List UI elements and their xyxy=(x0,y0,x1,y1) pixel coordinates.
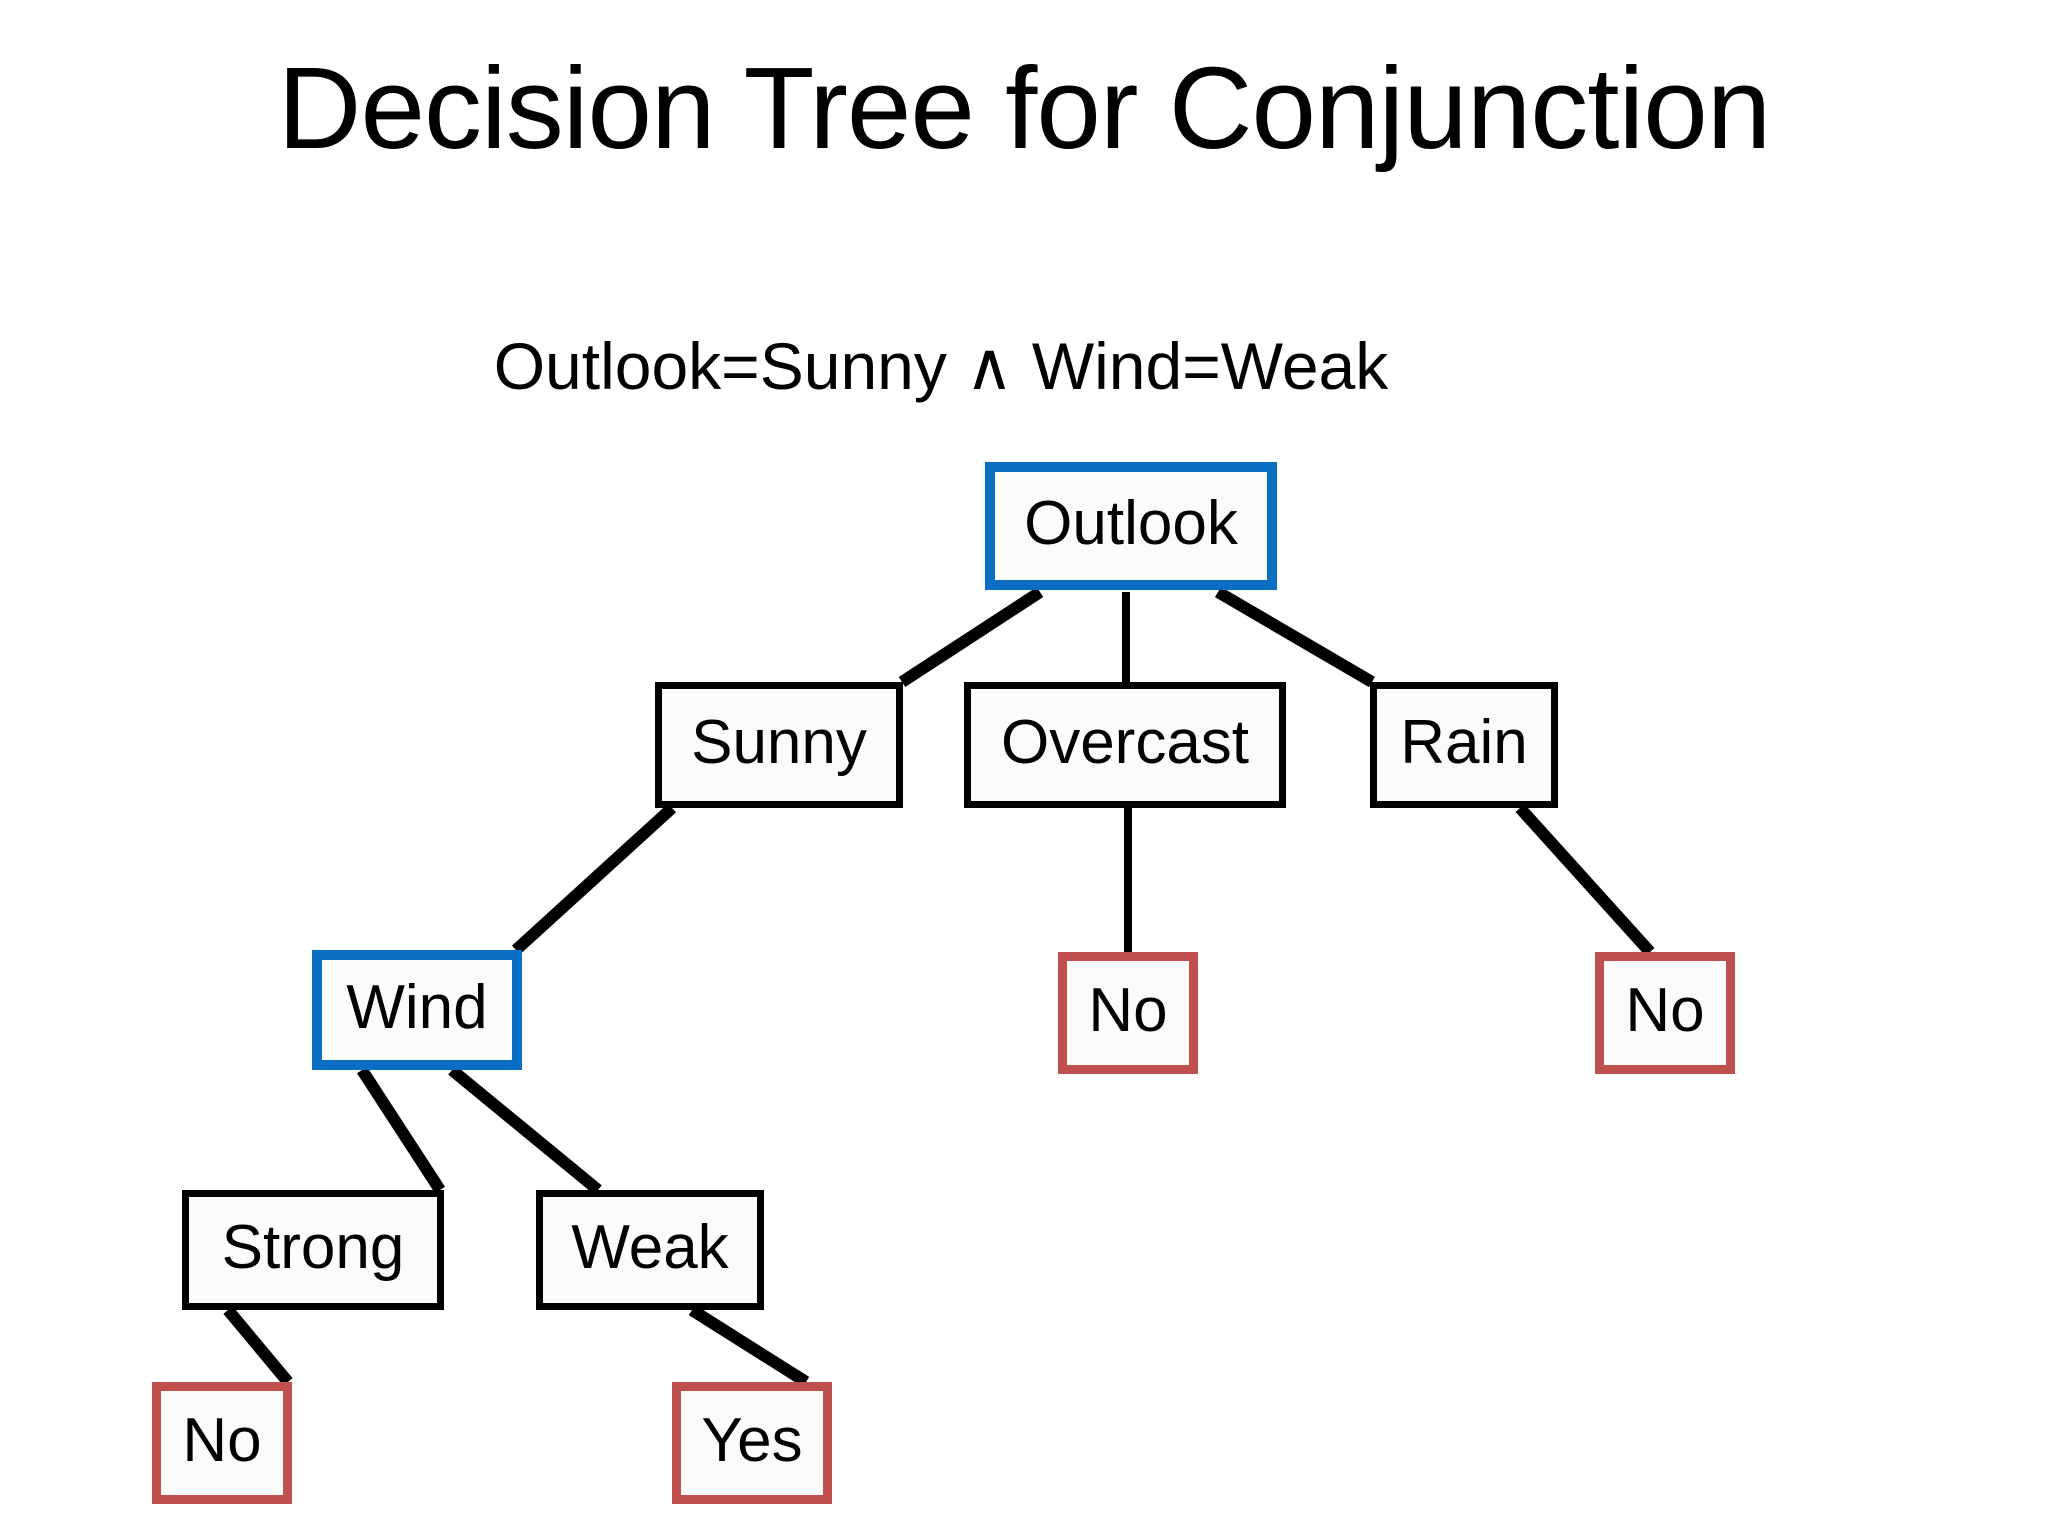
tree-node-label: No xyxy=(1625,976,1705,1045)
tree-node-overcast[interactable]: Overcast xyxy=(964,682,1286,808)
tree-node-yes-weak[interactable]: Yes xyxy=(672,1382,832,1504)
tree-node-strong[interactable]: Strong xyxy=(182,1190,444,1310)
edge-rain-no xyxy=(1515,803,1655,957)
tree-node-no-strong[interactable]: No xyxy=(152,1382,292,1504)
tree-node-no-rain[interactable]: No xyxy=(1595,952,1735,1074)
tree-node-label: Weak xyxy=(571,1213,729,1282)
tree-node-label: Overcast xyxy=(1000,708,1250,777)
tree-node-label: Outlook xyxy=(1024,489,1238,558)
tree-node-sunny[interactable]: Sunny xyxy=(655,682,903,808)
edge-weak-yes xyxy=(688,1304,810,1388)
tree-node-label: Rain xyxy=(1400,708,1528,777)
edge-outlook-sunny xyxy=(898,586,1044,688)
edge-wind-weak xyxy=(448,1065,602,1195)
tree-node-rain[interactable]: Rain xyxy=(1370,682,1558,808)
tree-node-wind[interactable]: Wind xyxy=(312,950,522,1070)
tree-node-outlook[interactable]: Outlook xyxy=(985,462,1277,590)
edge-outlook-rain xyxy=(1214,586,1376,688)
tree-node-label: Wind xyxy=(346,973,488,1042)
tree-node-label: No xyxy=(1088,976,1168,1045)
slide-subtitle: Outlook=Sunny ∧ Wind=Weak xyxy=(493,329,1389,403)
tree-node-no-overcast[interactable]: No xyxy=(1058,952,1198,1074)
tree-node-weak[interactable]: Weak xyxy=(536,1190,764,1310)
tree-node-label: Sunny xyxy=(691,708,867,777)
page-title: Decision Tree for Conjunction xyxy=(277,43,1772,173)
edge-strong-no xyxy=(223,1306,293,1386)
edge-sunny-wind xyxy=(511,803,677,955)
tree-node-label: No xyxy=(182,1406,262,1475)
tree-node-label: Yes xyxy=(701,1406,803,1475)
edge-wind-strong xyxy=(356,1066,446,1194)
tree-node-label: Strong xyxy=(221,1213,405,1282)
